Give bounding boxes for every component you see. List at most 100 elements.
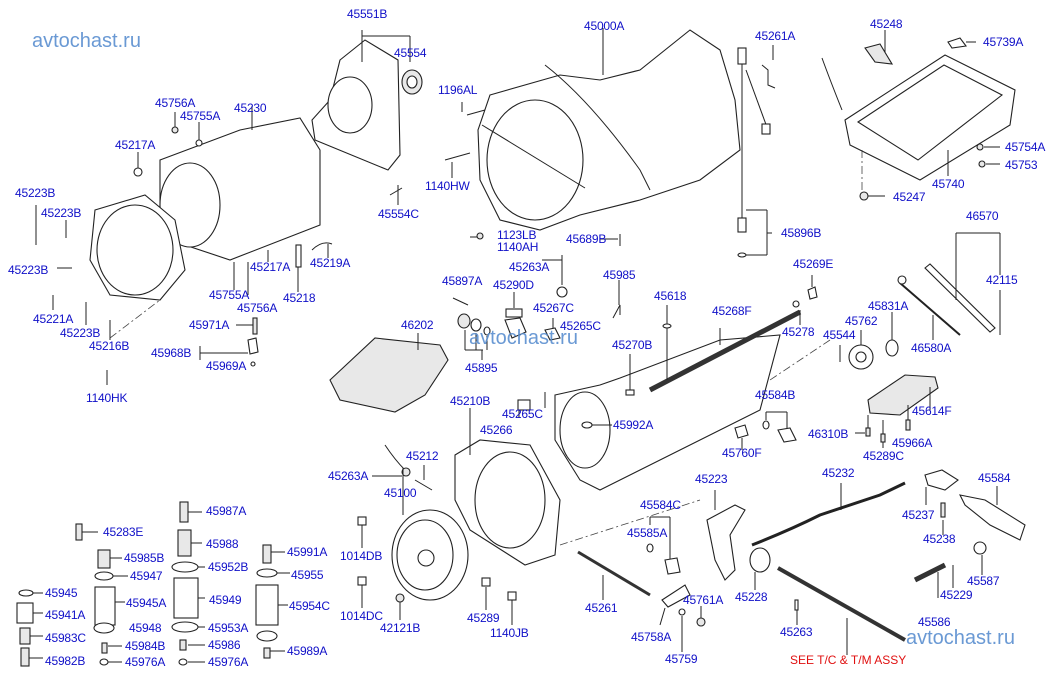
part-label-46202[interactable]: 46202 bbox=[401, 318, 434, 332]
part-label-45969A[interactable]: 45969A bbox=[206, 359, 247, 373]
part-label-45232[interactable]: 45232 bbox=[822, 466, 855, 480]
part-label-45987A[interactable]: 45987A bbox=[206, 504, 247, 518]
part-label-45223B-1[interactable]: 45223B bbox=[15, 186, 56, 200]
part-label-45270B[interactable]: 45270B bbox=[612, 338, 653, 352]
part-label-45945A[interactable]: 45945A bbox=[126, 596, 167, 610]
part-label-45985[interactable]: 45985 bbox=[603, 268, 636, 282]
part-label-45740[interactable]: 45740 bbox=[932, 177, 965, 191]
part-label-45985B[interactable]: 45985B bbox=[124, 551, 165, 565]
part-label-45762[interactable]: 45762 bbox=[845, 314, 878, 328]
part-label-45614F[interactable]: 45614F bbox=[912, 404, 952, 418]
part-label-45554C[interactable]: 45554C bbox=[378, 207, 419, 221]
part-label-1123LB[interactable]: 1123LB bbox=[497, 228, 537, 242]
part-label-45216B[interactable]: 45216B bbox=[89, 339, 130, 353]
part-label-45689B[interactable]: 45689B bbox=[566, 232, 607, 246]
part-label-45217A-bottom[interactable]: 45217A bbox=[250, 260, 291, 274]
part-label-45896B[interactable]: 45896B bbox=[781, 226, 822, 240]
part-label-45991A[interactable]: 45991A bbox=[287, 545, 328, 559]
part-label-45238[interactable]: 45238 bbox=[923, 532, 956, 546]
part-label-45739A[interactable]: 45739A bbox=[983, 35, 1024, 49]
part-label-45831A[interactable]: 45831A bbox=[868, 299, 909, 313]
part-label-45283E[interactable]: 45283E bbox=[103, 525, 144, 539]
part-label-45230[interactable]: 45230 bbox=[234, 101, 267, 115]
part-label-45948[interactable]: 45948 bbox=[129, 621, 162, 635]
part-label-45584[interactable]: 45584 bbox=[978, 471, 1011, 485]
part-label-45989A[interactable]: 45989A bbox=[287, 644, 328, 658]
part-label-45758A[interactable]: 45758A bbox=[631, 630, 672, 644]
part-label-45269E[interactable]: 45269E bbox=[793, 257, 834, 271]
part-label-45753[interactable]: 45753 bbox=[1005, 158, 1038, 172]
part-label-45982B[interactable]: 45982B bbox=[45, 654, 86, 668]
part-label-45754A[interactable]: 45754A bbox=[1005, 140, 1046, 154]
part-label-45212[interactable]: 45212 bbox=[406, 449, 439, 463]
part-label-1140JB[interactable]: 1140JB bbox=[490, 626, 529, 640]
part-label-45217A-top[interactable]: 45217A bbox=[115, 138, 156, 152]
part-label-45289[interactable]: 45289 bbox=[467, 611, 500, 625]
part-label-45992A[interactable]: 45992A bbox=[613, 418, 654, 432]
part-label-45261[interactable]: 45261 bbox=[585, 601, 618, 615]
part-label-45289C[interactable]: 45289C bbox=[863, 449, 904, 463]
part-label-42115[interactable]: 42115 bbox=[986, 273, 1018, 287]
part-label-45223B-4[interactable]: 45223B bbox=[60, 326, 101, 340]
part-label-45223B-2[interactable]: 45223B bbox=[41, 206, 82, 220]
part-label-45587[interactable]: 45587 bbox=[967, 574, 1000, 588]
part-label-45984B[interactable]: 45984B bbox=[125, 639, 166, 653]
part-label-45268F[interactable]: 45268F bbox=[712, 304, 752, 318]
part-label-45986[interactable]: 45986 bbox=[208, 638, 241, 652]
part-label-45585A[interactable]: 45585A bbox=[627, 526, 668, 540]
part-label-45949[interactable]: 45949 bbox=[209, 593, 242, 607]
part-label-45210B[interactable]: 45210B bbox=[450, 394, 491, 408]
part-label-45760F[interactable]: 45760F bbox=[722, 446, 762, 460]
part-label-45584B[interactable]: 45584B bbox=[755, 388, 796, 402]
part-label-45755A-top[interactable]: 45755A bbox=[180, 109, 221, 123]
part-label-45218[interactable]: 45218 bbox=[283, 291, 316, 305]
part-label-45966A[interactable]: 45966A bbox=[892, 436, 933, 450]
part-label-45237[interactable]: 45237 bbox=[902, 508, 935, 522]
part-label-45261A[interactable]: 45261A bbox=[755, 29, 796, 43]
part-label-45554[interactable]: 45554 bbox=[394, 46, 427, 60]
part-label-45945[interactable]: 45945 bbox=[45, 586, 78, 600]
part-label-1140HK[interactable]: 1140HK bbox=[86, 391, 128, 405]
part-label-45551B[interactable]: 45551B bbox=[347, 7, 388, 21]
part-label-1140HW[interactable]: 1140HW bbox=[425, 179, 470, 193]
part-label-42121B[interactable]: 42121B bbox=[380, 621, 421, 635]
part-label-46310B[interactable]: 46310B bbox=[808, 427, 849, 441]
part-label-45618[interactable]: 45618 bbox=[654, 289, 687, 303]
part-label-45759[interactable]: 45759 bbox=[665, 652, 698, 666]
part-label-45265C-bottom[interactable]: 45265C bbox=[502, 407, 543, 421]
part-label-45976A-right[interactable]: 45976A bbox=[208, 655, 249, 669]
part-label-45278[interactable]: 45278 bbox=[782, 325, 815, 339]
part-label-1014DB[interactable]: 1014DB bbox=[340, 549, 383, 563]
part-label-45761A[interactable]: 45761A bbox=[683, 593, 724, 607]
part-label-1014DC[interactable]: 1014DC bbox=[340, 609, 383, 623]
part-label-45983C[interactable]: 45983C bbox=[45, 631, 86, 645]
part-label-45263[interactable]: 45263 bbox=[780, 625, 813, 639]
part-label-45895[interactable]: 45895 bbox=[465, 361, 498, 375]
part-label-45976A-left[interactable]: 45976A bbox=[125, 655, 166, 669]
part-label-45265C-top[interactable]: 45265C bbox=[560, 319, 601, 333]
part-label-45263A-bottom[interactable]: 45263A bbox=[328, 469, 369, 483]
part-label-45544[interactable]: 45544 bbox=[823, 328, 856, 342]
part-label-1140AH[interactable]: 1140AH bbox=[497, 240, 539, 254]
part-label-45955[interactable]: 45955 bbox=[291, 568, 324, 582]
part-label-45947[interactable]: 45947 bbox=[130, 569, 163, 583]
part-label-45223[interactable]: 45223 bbox=[695, 472, 728, 486]
part-label-46570[interactable]: 46570 bbox=[966, 209, 999, 223]
part-label-45953A[interactable]: 45953A bbox=[208, 621, 249, 635]
part-label-45756A-bottom[interactable]: 45756A bbox=[237, 301, 278, 315]
part-label-46580A[interactable]: 46580A bbox=[911, 341, 952, 355]
part-label-45100[interactable]: 45100 bbox=[384, 486, 417, 500]
part-label-45267C[interactable]: 45267C bbox=[533, 301, 574, 315]
part-label-45263A-top[interactable]: 45263A bbox=[509, 260, 550, 274]
part-label-45266[interactable]: 45266 bbox=[480, 423, 513, 437]
part-label-45756A-top[interactable]: 45756A bbox=[155, 96, 196, 110]
part-label-45221A[interactable]: 45221A bbox=[33, 312, 74, 326]
part-label-45584C[interactable]: 45584C bbox=[640, 498, 681, 512]
part-label-45000A[interactable]: 45000A bbox=[584, 19, 625, 33]
part-label-45941A[interactable]: 45941A bbox=[45, 608, 86, 622]
part-label-45954C[interactable]: 45954C bbox=[289, 599, 330, 613]
part-label-45952B[interactable]: 45952B bbox=[208, 560, 249, 574]
part-label-45897A[interactable]: 45897A bbox=[442, 274, 483, 288]
part-label-45290D[interactable]: 45290D bbox=[493, 278, 534, 292]
part-label-45228[interactable]: 45228 bbox=[735, 590, 768, 604]
